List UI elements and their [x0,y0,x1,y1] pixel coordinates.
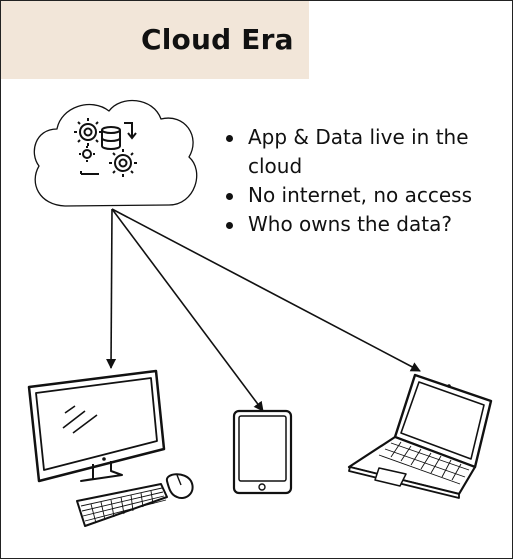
bullet-item: No internet, no access [223,181,503,210]
database-gears-icon [74,118,137,177]
bullet-list: App & Data live in the cloud No internet… [223,123,503,239]
bullet-item: App & Data live in the cloud [223,123,503,181]
arrow-to-laptop [111,208,421,372]
tablet-icon [232,409,293,495]
bullet-item: Who owns the data? [223,210,503,239]
laptop-icon [347,373,493,499]
arrow-to-desktop [106,208,117,369]
desktop-computer-icon [27,369,194,527]
cloud-icon [33,99,198,207]
page-title: Cloud Era [141,23,294,56]
title-banner: Cloud Era [1,1,309,79]
connector-arrows [106,208,421,412]
arrow-to-tablet [111,208,264,412]
